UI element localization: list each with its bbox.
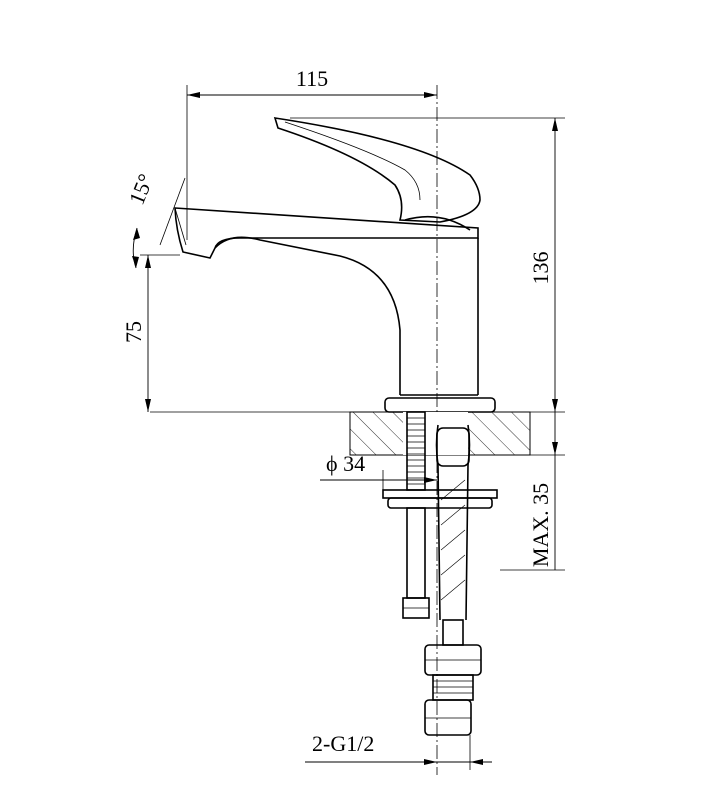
countertop-section xyxy=(349,411,531,456)
dim-spout-height-label: 75 xyxy=(121,321,146,343)
dim-max-thickness-label: MAX. 35 xyxy=(528,483,553,567)
faucet-body xyxy=(174,207,479,396)
dimension-max-thickness: MAX. 35 xyxy=(528,412,558,570)
washer xyxy=(382,489,498,509)
dim-width-label: 115 xyxy=(296,66,328,91)
dimension-spout-height: 75 xyxy=(121,255,151,412)
flexible-hose xyxy=(435,424,471,621)
mounting-nut xyxy=(402,507,430,619)
hose-fittings xyxy=(424,619,482,770)
dimension-base-diameter: ϕ 34 xyxy=(320,451,437,483)
dimension-width: 115 xyxy=(187,66,437,98)
dim-height-label: 136 xyxy=(528,252,553,285)
dimension-connection: 2-G1/2 xyxy=(305,731,492,765)
base-plate xyxy=(384,397,496,413)
dim-diameter-label: ϕ 34 xyxy=(326,451,365,476)
dim-connection-label: 2-G1/2 xyxy=(312,731,374,756)
faucet-handle xyxy=(273,117,481,231)
dimension-height: 136 xyxy=(528,118,558,412)
dim-angle-label: 15° xyxy=(124,170,159,208)
